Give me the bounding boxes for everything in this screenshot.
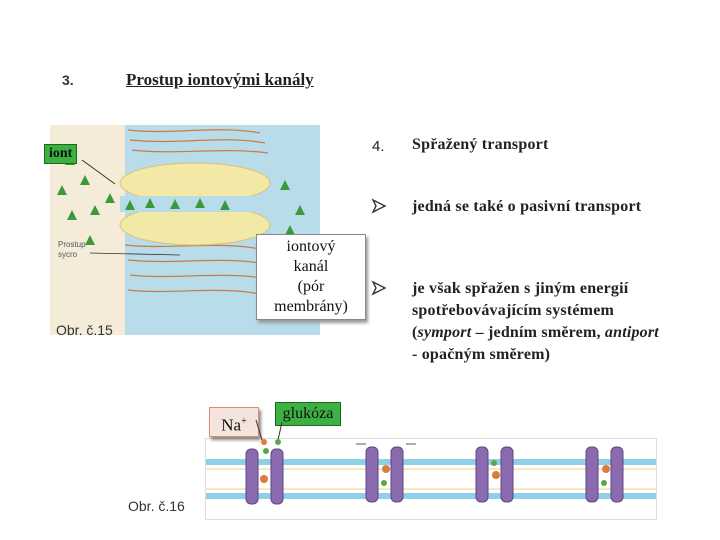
callout-line: membrány) <box>274 298 348 315</box>
ion-label: iont <box>44 144 78 164</box>
arrow-bullet-icon <box>371 280 387 296</box>
sodium-symbol: Na <box>221 415 242 435</box>
coupled-transport-illustration <box>205 438 657 520</box>
arrow-bullet-icon <box>371 198 387 214</box>
list-item-passive: jedná se také o pasivní transport <box>412 198 642 215</box>
callout-line: (pór <box>297 278 325 295</box>
svg-text:sycro: sycro <box>58 250 78 259</box>
ion-channel-illustration: Prostup sycro <box>50 125 320 335</box>
figure-caption-16: Obr. č.16 <box>128 498 185 514</box>
label-pointers <box>255 419 283 445</box>
list-heading: Spřažený transport <box>412 136 549 153</box>
slide-title: Prostup iontovými kanály <box>126 70 314 89</box>
svg-text:Prostup: Prostup <box>58 240 86 249</box>
list-number: 4. <box>372 138 385 155</box>
figure-caption-15: Obr. č.15 <box>56 322 113 338</box>
symport-term: symport <box>417 324 472 341</box>
coupled-text: je však spřažen s jiným energií spotřebo… <box>412 280 629 341</box>
callout-line: kanál <box>293 258 329 275</box>
slide-number: 3. <box>62 72 74 88</box>
ion-label-pointer <box>81 159 116 185</box>
coupled-text: – jedním směrem, <box>471 324 605 341</box>
sodium-charge: + <box>241 416 247 427</box>
antiport-term: antiport <box>604 324 659 341</box>
glucose-label: glukóza <box>275 402 341 426</box>
list-item-coupled: je však spřažen s jiným energií spotřebo… <box>412 278 662 366</box>
callout-line: iontový <box>286 238 336 255</box>
channel-callout: iontový kanál (pór membrány) <box>256 234 366 320</box>
sodium-label: Na+ <box>209 407 259 437</box>
coupled-text: - opačným směrem) <box>412 346 551 363</box>
